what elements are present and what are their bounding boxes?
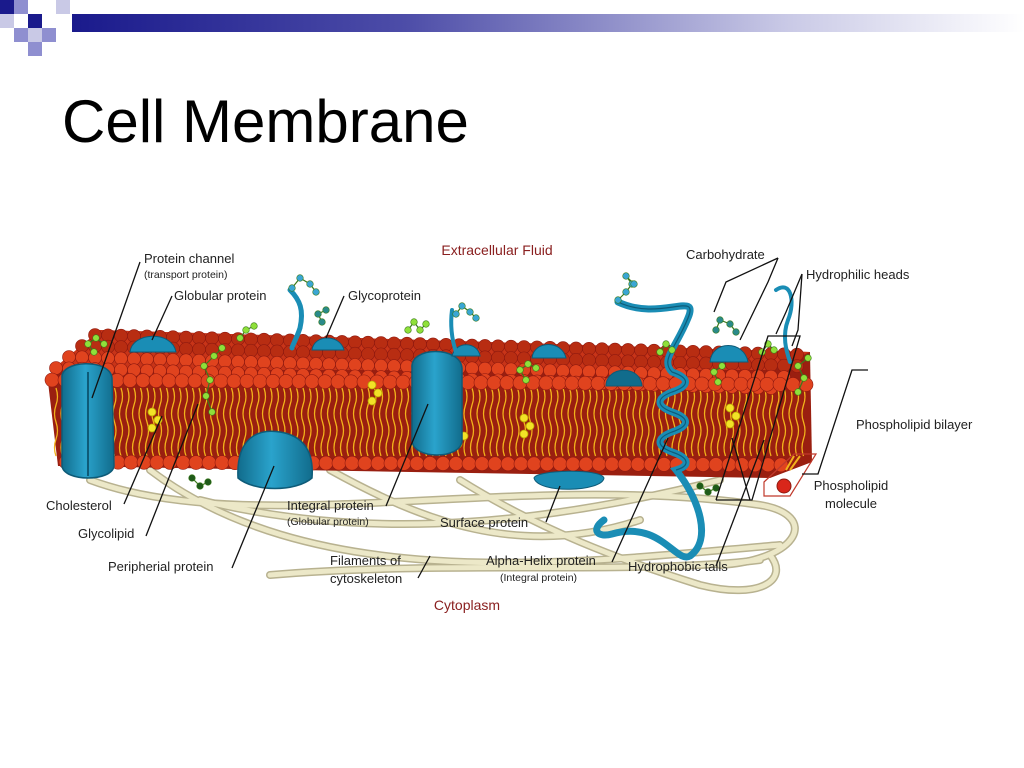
header-gradient-bar (72, 14, 1024, 32)
phospholipid-molecule-highlight (763, 453, 818, 497)
label-surface-protein: Surface protein (440, 515, 528, 530)
corner-checker-decoration (0, 0, 70, 56)
label-phospholipid-molecule-1: Phospholipid (814, 478, 888, 493)
peripheral-protein-shape (237, 430, 313, 490)
region-label-extracellular: Extracellular Fluid (441, 242, 552, 258)
globular-protein-shape (129, 335, 177, 353)
membrane-proteins (61, 285, 794, 561)
carbohydrate-chains (84, 272, 812, 496)
label-glycolipid: Glycolipid (78, 526, 134, 541)
label-filaments-1: Filaments of (330, 553, 401, 568)
surface-protein-shape (533, 470, 605, 490)
label-protein-channel-sub: (transport protein) (144, 269, 227, 281)
slide-title: Cell Membrane (62, 88, 469, 155)
diagram-labels: Extracellular Fluid Cytoplasm Protein ch… (46, 242, 973, 613)
label-glycoprotein: Glycoprotein (348, 288, 421, 303)
hydrophilic-heads-bottom (58, 454, 789, 473)
label-cholesterol: Cholesterol (46, 498, 112, 513)
label-phospholipid-molecule-2: molecule (825, 496, 877, 511)
label-globular-protein: Globular protein (174, 288, 267, 303)
label-leader-lines (91, 257, 868, 579)
label-hydrophilic-heads: Hydrophilic heads (806, 267, 910, 282)
label-carbohydrate: Carbohydrate (686, 247, 765, 262)
label-filaments-2: cytoskeleton (330, 571, 402, 586)
region-label-cytoplasm: Cytoplasm (434, 597, 500, 613)
label-hydrophobic-tails: Hydrophobic tails (628, 559, 728, 574)
integral-protein-shape (411, 350, 463, 456)
label-phospholipid-bilayer: Phospholipid bilayer (856, 417, 973, 432)
label-alpha-helix: Alpha-Helix protein (486, 553, 596, 568)
label-integral-protein-sub: (Globular protein) (287, 516, 369, 528)
label-integral-protein: Integral protein (287, 498, 374, 513)
label-protein-channel: Protein channel (144, 251, 234, 266)
label-peripheral-protein: Peripherial protein (108, 559, 214, 574)
label-alpha-helix-sub: (Integral protein) (500, 572, 577, 584)
membrane-body (44, 328, 814, 478)
